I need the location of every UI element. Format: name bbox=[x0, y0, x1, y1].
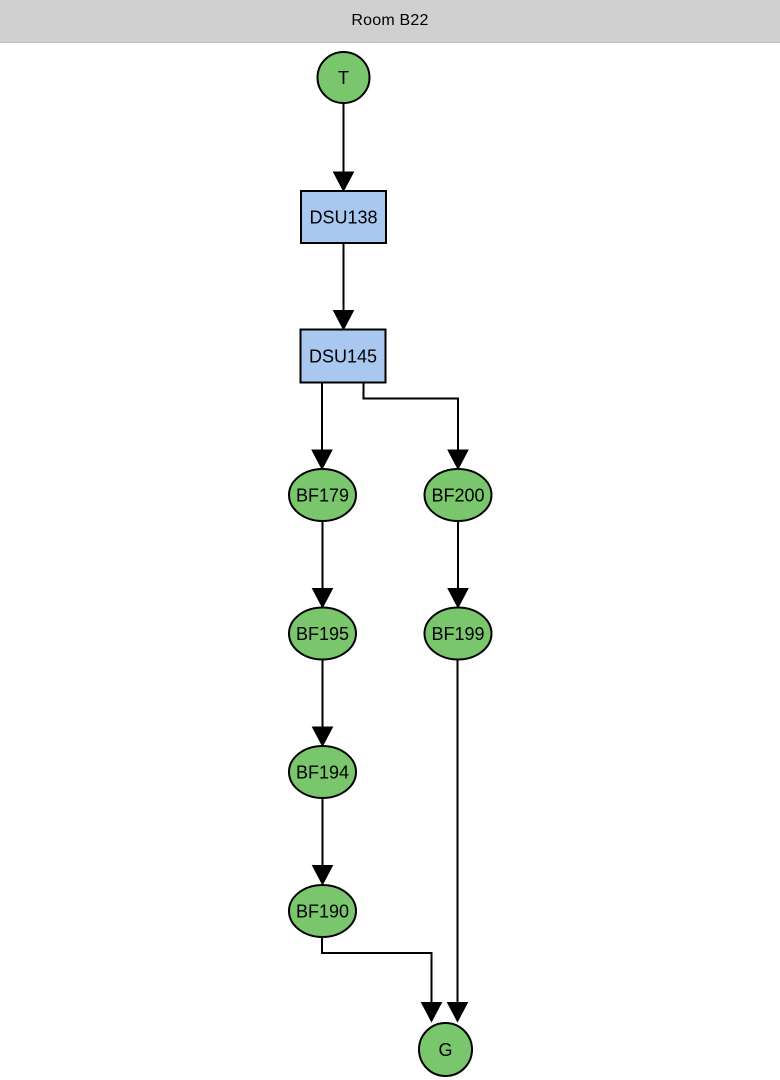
arrowhead bbox=[332, 310, 355, 331]
node-label: T bbox=[338, 68, 349, 88]
node-label: BF179 bbox=[296, 486, 349, 506]
node-BF199: BF199 bbox=[423, 606, 493, 661]
node-label: G bbox=[438, 1040, 452, 1060]
arrowhead bbox=[446, 1002, 469, 1023]
node-G: G bbox=[418, 1022, 473, 1077]
arrowhead bbox=[447, 449, 469, 471]
edge-T-DSU138 bbox=[332, 103, 355, 193]
arrowhead bbox=[311, 449, 333, 471]
node-label: BF194 bbox=[296, 763, 349, 783]
node-label: BF199 bbox=[431, 624, 484, 644]
node-label: BF200 bbox=[431, 486, 484, 506]
edge-BF200-BF199 bbox=[447, 521, 469, 609]
edge-BF190-G bbox=[321, 937, 443, 1023]
cluster-header: Room B22 bbox=[0, 0, 780, 43]
node-BF200: BF200 bbox=[423, 468, 493, 522]
edge-BF179-BF195 bbox=[311, 521, 334, 609]
node-DSU145: DSU145 bbox=[299, 328, 387, 384]
edge-DSU145-BF200 bbox=[362, 383, 469, 471]
arrowhead bbox=[311, 726, 334, 748]
node-label: DSU138 bbox=[309, 208, 377, 228]
node-label: BF190 bbox=[296, 902, 349, 922]
edge-DSU138-DSU145 bbox=[332, 243, 355, 331]
arrowhead bbox=[332, 171, 355, 193]
edge-BF199-G bbox=[446, 659, 469, 1023]
node-BF195: BF195 bbox=[288, 606, 357, 661]
arrowhead bbox=[447, 588, 469, 609]
node-DSU138: DSU138 bbox=[300, 190, 387, 244]
node-label: DSU145 bbox=[309, 347, 377, 367]
node-BF190: BF190 bbox=[288, 884, 357, 938]
edge-BF195-BF194 bbox=[311, 659, 334, 748]
edge-DSU145-BF179 bbox=[311, 383, 333, 471]
arrowhead bbox=[311, 588, 334, 609]
node-BF179: BF179 bbox=[288, 468, 357, 522]
arrowhead bbox=[420, 1002, 443, 1023]
arrowhead bbox=[311, 865, 334, 886]
edge-BF194-BF190 bbox=[311, 798, 334, 886]
node-BF194: BF194 bbox=[288, 745, 357, 799]
cluster-title: Room B22 bbox=[351, 12, 429, 29]
node-T: T bbox=[316, 51, 371, 104]
node-label: BF195 bbox=[296, 624, 349, 644]
